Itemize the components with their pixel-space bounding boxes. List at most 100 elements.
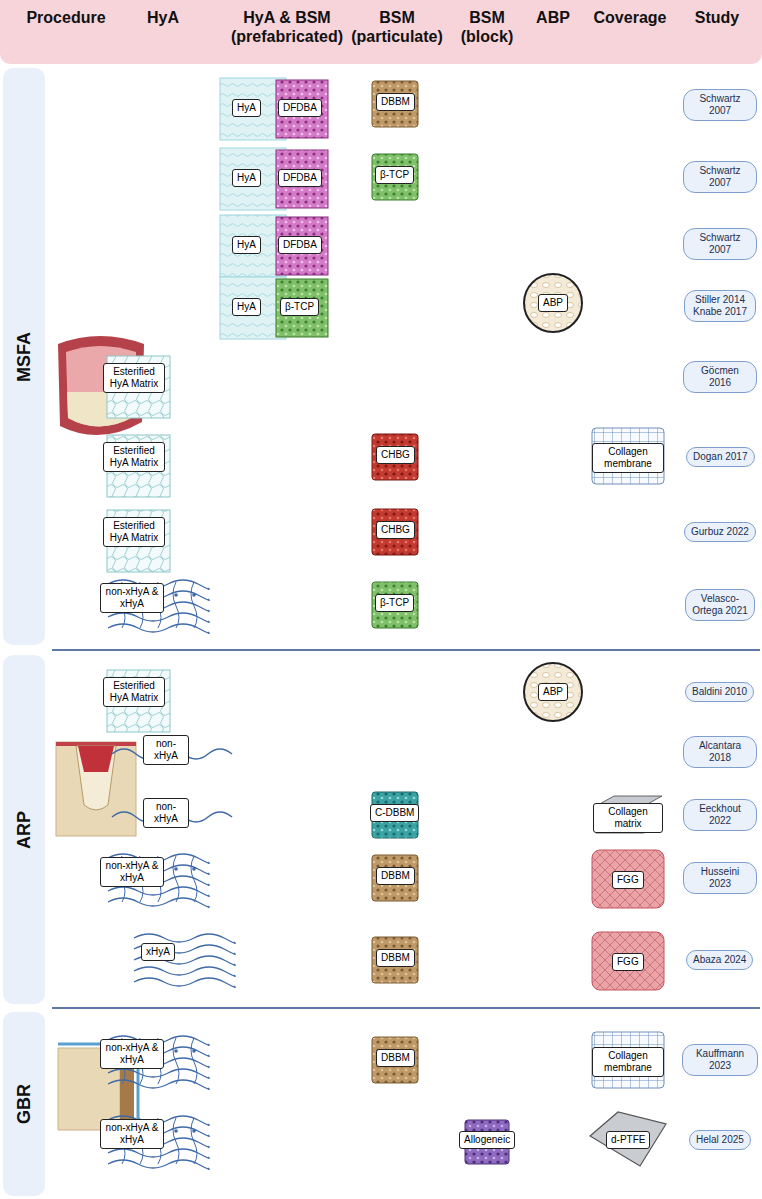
node-text: Collagen matrix: [598, 806, 658, 830]
material-label: β-TCP: [375, 594, 414, 612]
icon-shape: [192, 867, 196, 871]
icon-shape: [592, 1032, 664, 1088]
study-pill: Schwartz 2007: [683, 161, 757, 193]
study-pill: Husseini 2023: [683, 862, 757, 894]
node-text: Velasco-Ortega 2021: [692, 593, 748, 617]
icon-shape: [191, 1118, 197, 1164]
material-label: HyA: [232, 169, 261, 187]
material-label: Collagen matrix: [593, 803, 663, 833]
column-heading: HyA & BSM (prefabricated): [227, 8, 347, 46]
icon-shape: [173, 856, 179, 902]
study-pill: Schwartz 2007: [683, 89, 757, 121]
node-text: C-DBBM: [375, 807, 414, 819]
node-text: Esterified HyA Matrix: [108, 520, 160, 544]
column-heading: ABP: [528, 8, 578, 27]
node-text: Schwartz 2007: [690, 165, 750, 189]
material-label: CHBG: [376, 521, 415, 539]
study-pill: Gurbuz 2022: [684, 522, 756, 542]
node-text: HyA: [237, 102, 256, 114]
node-text: d-PTFE: [611, 1134, 645, 1146]
study-pill: Göcmen 2016: [683, 361, 757, 393]
column-heading: Coverage: [585, 8, 675, 27]
icon-shape: [192, 1129, 196, 1133]
node-text: DFDBA: [283, 102, 317, 114]
icon-shape: [372, 855, 418, 901]
icon-shape: [173, 582, 179, 628]
material-label: ABP: [538, 683, 568, 701]
study-pill: Baldini 2010: [685, 682, 754, 702]
socket-illustration: [56, 742, 136, 836]
node-text: DBBM: [381, 870, 410, 882]
node-text: non-xHyA & xHyA: [105, 860, 159, 884]
node-text: non-xHyA & xHyA: [105, 1042, 159, 1066]
material-label: non-xHyA: [143, 798, 189, 828]
icon-shape: [276, 217, 328, 275]
icon-shape: [108, 1069, 209, 1078]
icon-shape: [372, 81, 418, 127]
icon-shape: [174, 867, 178, 871]
material-label: Allogeneic: [459, 1131, 515, 1149]
study-pill: Dogan 2017: [686, 447, 755, 467]
node-text: Collagen membrane: [597, 1050, 659, 1074]
material-label: DFDBA: [278, 236, 322, 254]
icon-shape: [276, 279, 328, 337]
study-pill: Alcantara 2018: [683, 736, 757, 768]
procedure-band: GBR: [3, 1012, 45, 1196]
icon-shape: [372, 154, 418, 200]
icon-shape: [191, 856, 197, 902]
node-text: Stiller 2014 Knabe 2017: [691, 294, 749, 318]
section-divider: [52, 649, 760, 651]
node-text: Esterified HyA Matrix: [108, 366, 160, 390]
icon-shape: [173, 1038, 179, 1084]
header-band: ProcedureHyAHyA & BSM (prefabricated)BSM…: [0, 0, 762, 64]
procedure-label: MSFA: [14, 331, 35, 381]
node-text: HyA: [237, 172, 256, 184]
material-label: DBBM: [376, 867, 415, 885]
node-text: Esterified HyA Matrix: [108, 445, 160, 469]
study-pill: Abaza 2024: [686, 950, 753, 970]
material-label: non-xHyA & xHyA: [100, 1039, 164, 1069]
icon-shape: [191, 1038, 197, 1084]
material-label: DBBM: [376, 93, 415, 111]
material-label: non-xHyA: [143, 735, 189, 765]
node-text: FGG: [617, 874, 639, 886]
node-text: β-TCP: [380, 169, 409, 181]
icon-shape: [590, 1112, 666, 1166]
material-label: DBBM: [376, 1049, 415, 1067]
column-heading: BSM (particulate): [347, 8, 447, 46]
node-text: Schwartz 2007: [690, 232, 750, 256]
material-label: Esterified HyA Matrix: [103, 363, 165, 393]
material-label: DFDBA: [278, 99, 322, 117]
material-label: Collagen membrane: [592, 443, 664, 473]
study-pill: Helal 2025: [689, 1130, 751, 1150]
node-text: Allogeneic: [464, 1134, 510, 1146]
icon-shape: [524, 663, 582, 721]
icon-shape: [134, 978, 235, 987]
material-label: HyA: [232, 99, 261, 117]
material-label: xHyA: [141, 943, 175, 961]
node-text: non-xHyA: [148, 738, 184, 762]
icon-shape: [276, 80, 328, 138]
icon-shape: [524, 274, 582, 332]
material-label: FGG: [612, 871, 644, 889]
material-label: HyA: [232, 298, 261, 316]
icon-shape: [108, 887, 209, 896]
node-text: ABP: [543, 686, 563, 698]
material-label: ABP: [538, 294, 568, 312]
node-text: HyA: [237, 239, 256, 251]
node-text: non-xHyA: [148, 801, 184, 825]
icon-shape: [134, 967, 235, 976]
material-label: β-TCP: [280, 298, 319, 316]
material-label: DFDBA: [278, 169, 322, 187]
material-label: HyA: [232, 236, 261, 254]
material-label: non-xHyA & xHyA: [100, 583, 164, 613]
node-text: DBBM: [381, 952, 410, 964]
icon-shape: [192, 1049, 196, 1053]
node-text: Helal 2025: [696, 1134, 744, 1146]
node-text: Kauffmann 2023: [689, 1048, 751, 1072]
node-text: xHyA: [146, 946, 170, 958]
material-label: CHBG: [376, 446, 415, 464]
node-text: DFDBA: [283, 172, 317, 184]
material-label: Esterified HyA Matrix: [103, 517, 165, 547]
icon-shape: [174, 1129, 178, 1133]
